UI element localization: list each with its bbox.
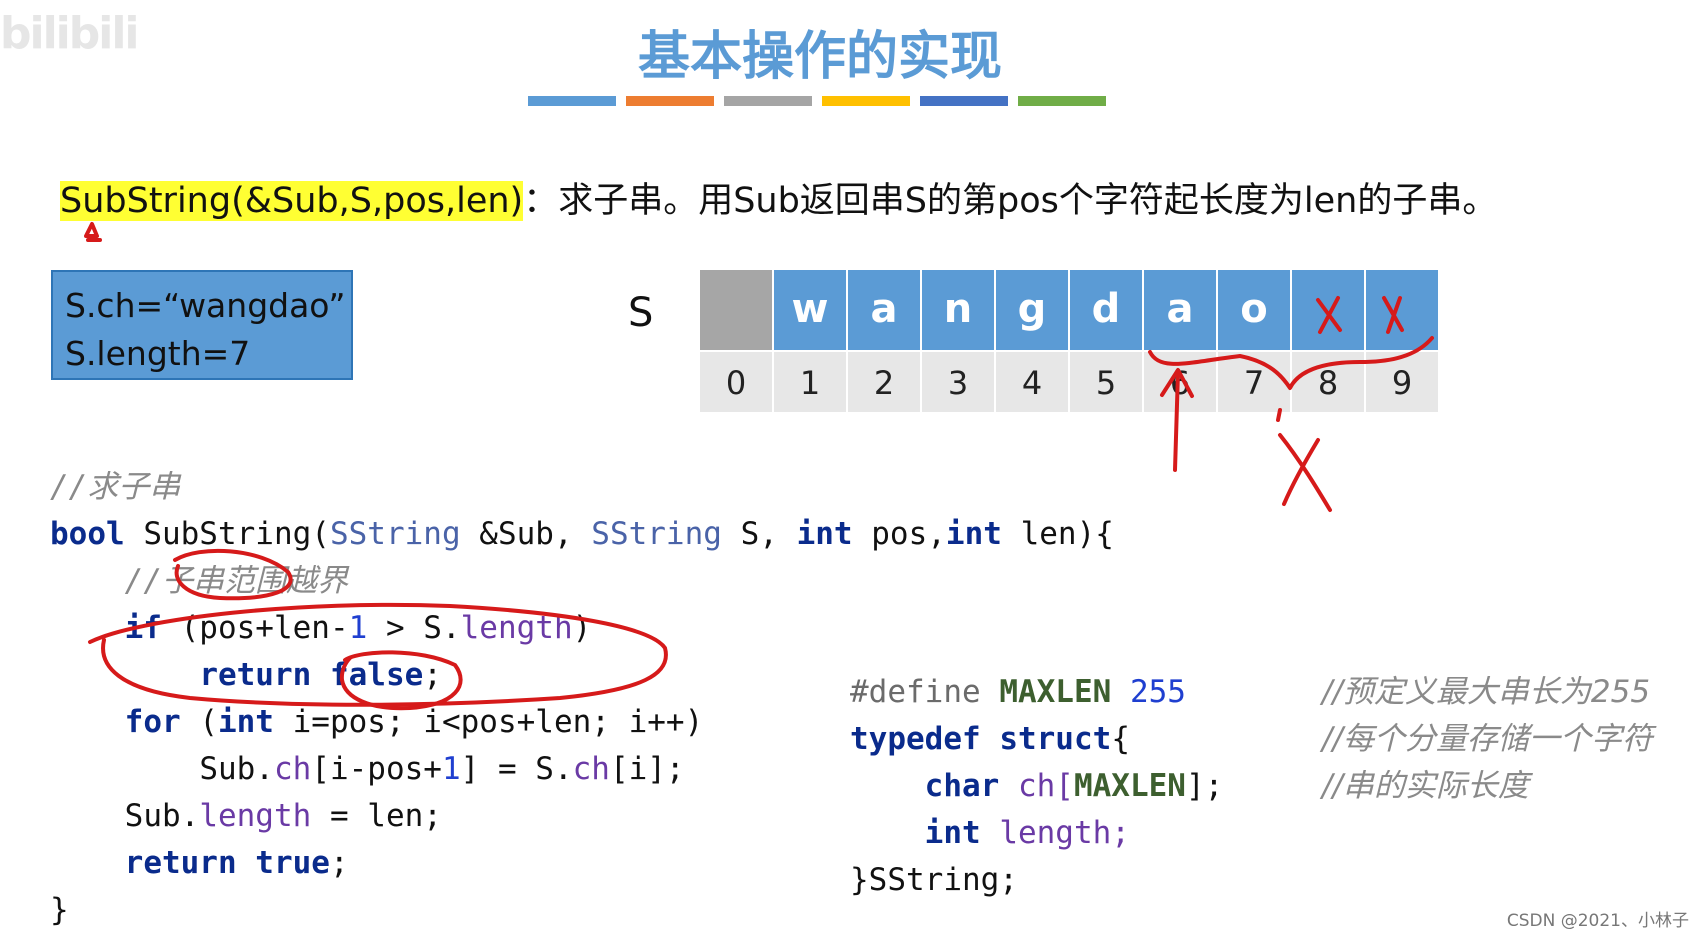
- array-cell: [1366, 270, 1438, 350]
- small-tick: [1276, 408, 1282, 422]
- code-line: char ch[MAXLEN];: [924, 768, 1224, 804]
- code-line: }SString;: [850, 862, 1018, 898]
- code-line: if (pos+len-1 > S.length): [124, 610, 592, 646]
- code-line: int length;: [924, 815, 1130, 851]
- code-line: #define MAXLEN 255: [850, 674, 1186, 710]
- large-x-mark: [1278, 433, 1332, 512]
- array-index: 3: [922, 352, 994, 412]
- signature-description: ：求子串。用Sub返回串S的第pos个字符起长度为len的子串。: [523, 181, 1498, 221]
- array-cell: w: [774, 270, 846, 350]
- array-cell: n: [922, 270, 994, 350]
- range-bracket: [1148, 336, 1434, 390]
- code-line: for (int i=pos; i<pos+len; i++): [124, 704, 704, 740]
- slide-title: 基本操作的实现: [637, 27, 1002, 87]
- circle-false: [339, 650, 463, 711]
- code-line: //求子串: [50, 469, 181, 505]
- array-index: 5: [1070, 352, 1142, 412]
- up-arrow: [1160, 368, 1194, 472]
- code-line: return true;: [124, 845, 349, 881]
- info-ch: S.ch=“wangdao”: [65, 286, 346, 325]
- color-segment: [920, 96, 1008, 106]
- array-index: 4: [996, 352, 1068, 412]
- sstring-definition-code: #define MAXLEN 255 typedef struct{ char c…: [850, 669, 1223, 904]
- csdn-credit: CSDN @2021、小林子: [1506, 911, 1689, 931]
- comment-line: //每个分量存储一个字符: [1322, 721, 1653, 757]
- x-mark-index-9: [1382, 296, 1404, 334]
- array-cell: a: [1144, 270, 1216, 350]
- color-segment: [822, 96, 910, 106]
- array-cell: [700, 270, 772, 350]
- function-signature: SubString(&Sub,S,pos,len)：求子串。用Sub返回串S的第…: [60, 172, 1497, 223]
- color-segment: [724, 96, 812, 106]
- array-cell: a: [848, 270, 920, 350]
- code-line: bool SubString(SString &Sub, SString S, …: [50, 516, 1114, 552]
- code-line: }: [50, 892, 69, 928]
- code-line: Sub.length = len;: [124, 798, 442, 834]
- color-segment: [626, 96, 714, 106]
- circle-if-block: [88, 602, 668, 707]
- circle-substring-comment: [173, 548, 293, 601]
- comment-line: //预定义最大串长为255: [1322, 674, 1651, 710]
- array-cell: d: [1070, 270, 1142, 350]
- substring-code: //求子串 bool SubString(SString &Sub, SStrin…: [50, 464, 1114, 934]
- x-mark-index-8: [1316, 296, 1342, 334]
- array-index: 0: [700, 352, 772, 412]
- color-segment: [528, 96, 616, 106]
- array-index: 7: [1218, 352, 1290, 412]
- code-line: typedef struct{: [850, 721, 1130, 757]
- array-index: 2: [848, 352, 920, 412]
- signature-highlight: SubString(&Sub,S,pos,len): [60, 181, 524, 221]
- bilibili-watermark: bilibili: [0, 8, 139, 59]
- array-cell: [1292, 270, 1364, 350]
- code-line: //子串范围越界: [124, 563, 348, 599]
- definition-comments: //预定义最大串长为255 //每个分量存储一个字符 //串的实际长度: [1322, 669, 1653, 810]
- title-color-bar: [528, 96, 1106, 106]
- array-cell: g: [996, 270, 1068, 350]
- triangle-mark: [84, 222, 102, 242]
- string-info-box: S.ch=“wangdao” S.length=7: [51, 270, 353, 380]
- array-index: 8: [1292, 352, 1364, 412]
- array-index: 1: [774, 352, 846, 412]
- color-segment: [1018, 96, 1106, 106]
- array-label: S: [628, 290, 654, 336]
- array-cell: o: [1218, 270, 1290, 350]
- info-length: S.length=7: [65, 334, 251, 373]
- comment-line: //串的实际长度: [1322, 768, 1529, 804]
- code-line: Sub.ch[i-pos+1] = S.ch[i];: [199, 751, 685, 787]
